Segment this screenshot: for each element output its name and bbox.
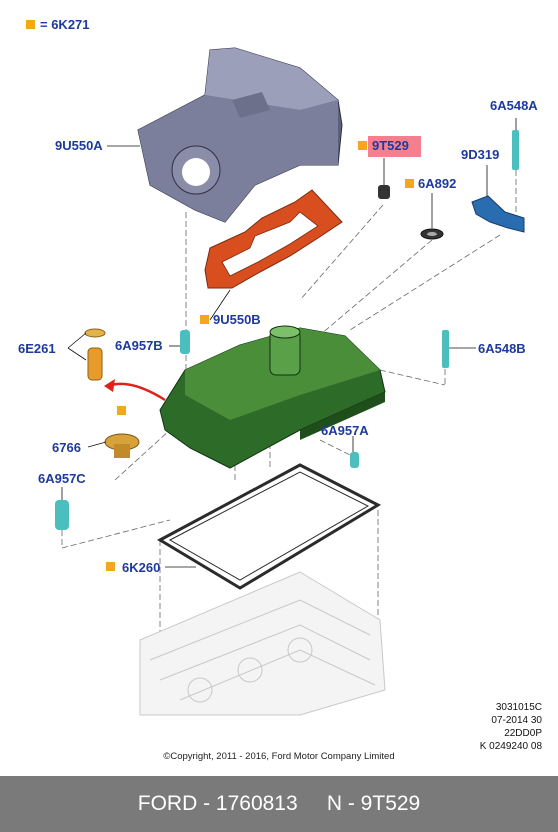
seal-9t529	[378, 185, 390, 199]
callout-bullet	[117, 406, 126, 415]
highlight-box	[368, 136, 421, 157]
footer-brand-part: FORD - 1760813	[137, 792, 298, 815]
label-6k260: 6K260	[122, 560, 161, 575]
footer-bar: FORD - 1760813 N - 9T529	[0, 776, 558, 832]
legend-bullet	[26, 20, 35, 29]
inlet-manifold	[159, 325, 386, 469]
cap-6e261	[87, 347, 103, 381]
red-arrow	[107, 382, 166, 402]
ref-code: 22DD0P	[504, 728, 542, 739]
stud-6a957a	[350, 452, 359, 468]
label-9u550a: 9U550A	[55, 138, 103, 153]
bolt-6a548a	[512, 130, 519, 170]
footer-n-part: N - 9T529	[326, 792, 421, 815]
callout-bullet	[358, 141, 367, 150]
label-9d319: 9D319	[461, 147, 500, 162]
reference-codes: 3031015C 07-2014 30 22DD0P K 0249240 08	[480, 701, 542, 753]
upper-gasket	[204, 189, 343, 289]
label-6a957b: 6A957B	[115, 338, 163, 353]
stud-6a548b	[442, 330, 449, 368]
stud-6a957c	[55, 500, 69, 530]
leader-lines	[61, 118, 517, 568]
small-parts	[55, 130, 525, 530]
label-6766: 6766	[52, 440, 81, 455]
ref-code: K 0249240 08	[479, 741, 542, 752]
callout-bullet	[106, 562, 115, 571]
callout-bullet	[405, 179, 414, 188]
legend-equals-code: = 6K271	[40, 17, 90, 32]
engine-cover	[137, 47, 343, 223]
label-6a957a: 6A957A	[321, 423, 369, 438]
label-6a957c: 6A957C	[38, 471, 86, 486]
footer-spacer	[298, 792, 327, 816]
lower-gasket	[156, 463, 382, 590]
callout-bullet	[200, 315, 209, 324]
bracket-9d319	[471, 195, 525, 233]
label-6e261: 6E261	[18, 341, 56, 356]
stud-6a957b	[180, 330, 190, 354]
ref-code: 07-2014 30	[491, 715, 542, 726]
copyright-text: ©Copyright, 2011 - 2016, Ford Motor Comp…	[163, 751, 395, 762]
label-6a548b: 6A548B	[478, 341, 526, 356]
ref-code: 3031015C	[495, 702, 542, 713]
engine-block-outline	[139, 571, 386, 716]
label-6a548a: 6A548A	[490, 98, 538, 113]
label-9u550b: 9U550B	[213, 312, 261, 327]
label-9t529: 9T529	[372, 138, 409, 153]
label-6a892: 6A892	[418, 176, 457, 191]
exploded-parts-diagram	[55, 47, 525, 716]
